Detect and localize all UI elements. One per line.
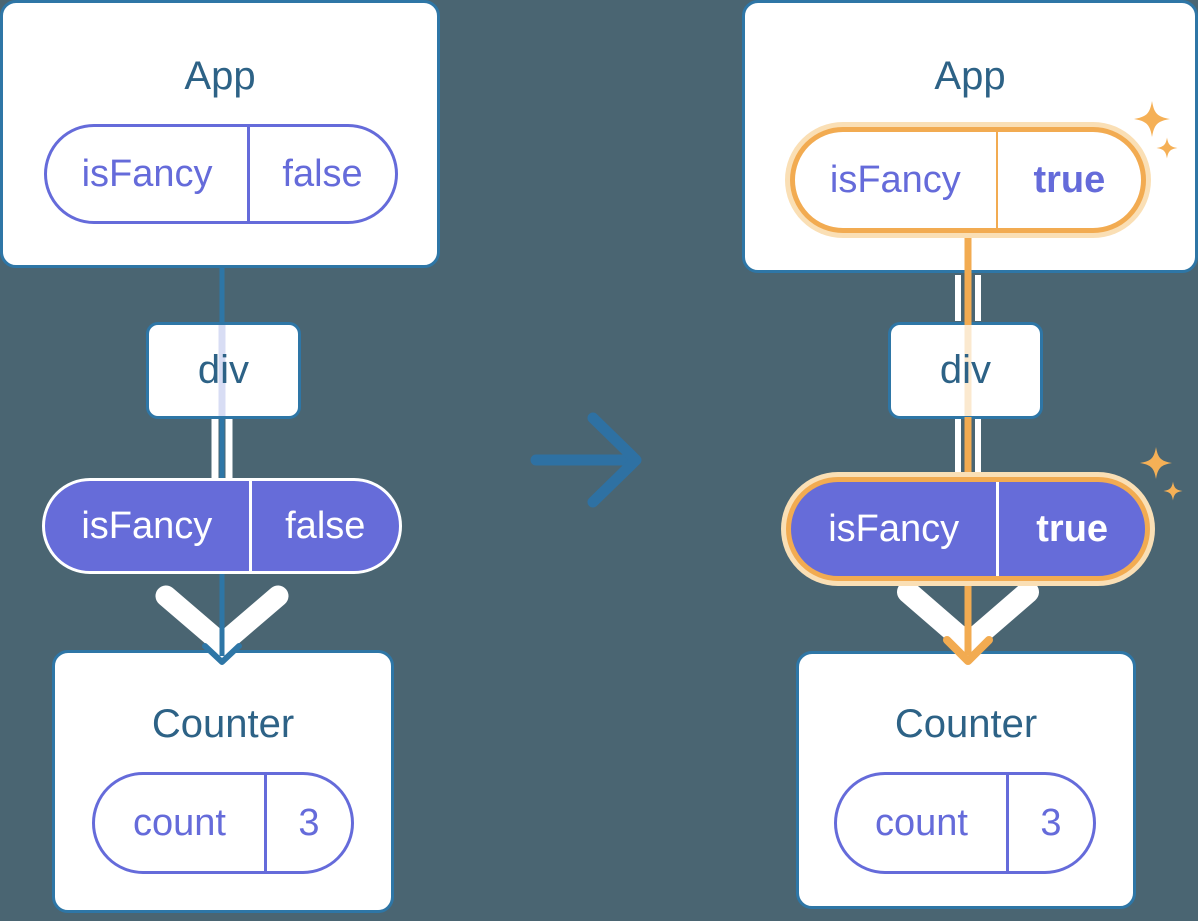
prop-value-label: true xyxy=(996,482,1145,576)
left-counter-state-pill: count 3 xyxy=(92,772,354,874)
left-passed-prop-pill: isFancy false xyxy=(42,478,402,574)
prop-name-label: isFancy xyxy=(829,158,961,201)
left-app-prop-pill: isFancy false xyxy=(44,124,398,224)
prop-value-label: true xyxy=(995,132,1141,228)
state-value-label: 3 xyxy=(263,775,351,871)
state-value-label: 3 xyxy=(1005,775,1093,871)
prop-name-label: isFancy xyxy=(81,504,213,547)
left-counter-title: Counter xyxy=(151,702,295,746)
prop-name-label: isFancy xyxy=(81,152,213,195)
left-div-label: div xyxy=(197,348,250,392)
left-app-title: App xyxy=(184,54,256,98)
prop-value-label: false xyxy=(248,481,399,571)
right-div-label: div xyxy=(939,348,992,392)
prop-value-label: false xyxy=(247,127,395,221)
prop-name-label: isFancy xyxy=(828,507,960,550)
right-counter-state-pill: count 3 xyxy=(834,772,1096,874)
right-app-prop-pill: isFancy true xyxy=(790,127,1146,233)
right-app-title: App xyxy=(934,54,1006,98)
state-name-label: count xyxy=(132,801,226,844)
right-passed-prop-pill: isFancy true xyxy=(786,477,1150,581)
right-counter-title: Counter xyxy=(894,702,1038,746)
state-name-label: count xyxy=(874,801,968,844)
